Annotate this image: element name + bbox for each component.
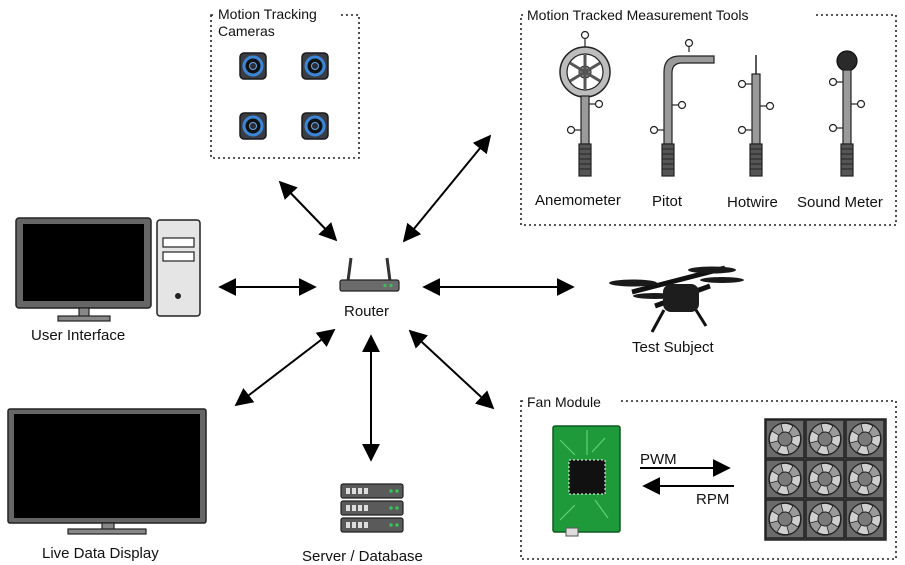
anemometer-icon	[559, 30, 611, 177]
router-cameras-arrow	[278, 180, 338, 242]
fan-module-border	[520, 400, 897, 560]
fan-module-title: Fan Module	[527, 394, 601, 410]
pitot-icon	[649, 38, 715, 177]
drone-icon	[609, 265, 744, 333]
fan-module-group: Fan Module PWM RPM	[520, 392, 897, 560]
router-tools-arrow	[402, 134, 492, 243]
router-fan-module-arrow	[408, 329, 495, 410]
camera-icon	[300, 111, 330, 141]
pitot-label: Pitot	[652, 193, 683, 210]
anemometer-label: Anemometer	[535, 192, 621, 209]
test-subject-label: Test Subject	[632, 339, 715, 356]
router-icon	[339, 257, 400, 292]
hotwire-icon	[737, 55, 775, 177]
tools-group-border	[520, 14, 897, 226]
fan-array-icon	[764, 418, 887, 541]
sound-meter-label: Sound Meter	[797, 194, 883, 211]
microcontroller-board-icon	[552, 425, 621, 537]
camera-icon	[238, 51, 268, 81]
router-display-arrow	[234, 328, 336, 407]
camera-icon	[300, 51, 330, 81]
cameras-group-title-line2: Cameras	[218, 23, 275, 39]
hotwire-label: Hotwire	[727, 194, 778, 211]
server-label: Server / Database	[302, 548, 423, 565]
pwm-label: PWM	[640, 451, 677, 468]
router-label: Router	[344, 303, 389, 320]
cameras-group-title-line1: Motion Tracking	[218, 6, 317, 22]
camera-icon	[238, 111, 268, 141]
user-interface-label: User Interface	[31, 327, 125, 344]
rpm-label: RPM	[696, 491, 729, 508]
cameras-group: Motion Tracking Cameras	[210, 6, 360, 159]
server-icon	[340, 483, 404, 533]
live-display-label: Live Data Display	[42, 545, 159, 562]
network-connections	[218, 134, 575, 462]
display-monitor-icon	[7, 408, 207, 535]
desktop-computer-icon	[15, 217, 201, 322]
measurement-tools-group: Motion Tracked Measurement Tools Anemome…	[520, 5, 897, 226]
cameras-group-border	[210, 14, 360, 159]
tools-group-title: Motion Tracked Measurement Tools	[527, 7, 749, 23]
sound-meter-icon	[828, 50, 866, 177]
